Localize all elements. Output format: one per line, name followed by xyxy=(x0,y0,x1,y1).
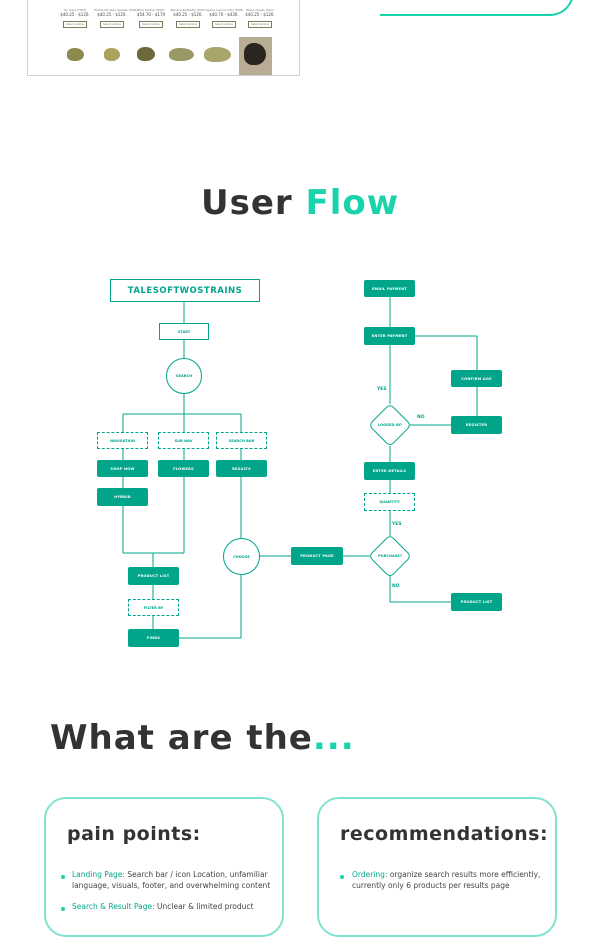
enter-details-node: ENTER DETAILS xyxy=(364,462,415,480)
heading-ellipsis: ... xyxy=(312,718,355,758)
product-price: $40.25 - $120. xyxy=(173,12,203,17)
product-card: Purple Monkey Sweets (HSH) $40.25 - $120… xyxy=(94,8,138,28)
recommendation-item: Ordering: organize search results more e… xyxy=(352,870,542,891)
select-options-button[interactable]: Select options xyxy=(100,21,124,28)
logged-in-label: LOGGED IN? xyxy=(377,423,403,427)
choose-node: CHOOSE xyxy=(223,538,260,575)
card-title: recommendations: xyxy=(340,823,549,845)
bullet-dot xyxy=(61,907,65,911)
item-text: Unclear & limited product xyxy=(154,902,254,911)
product-list-right-node: PRODUCT LIST xyxy=(451,593,502,611)
product-card: Black Ocean Hash $40.25 - $120. Select o… xyxy=(242,8,278,28)
product-name: Space Cannon Mix (HSH) xyxy=(206,8,244,12)
product-price: $40.25 - $120. xyxy=(97,12,127,17)
product-card: Banana Butterfly (HSH) $40.25 - $120. Se… xyxy=(170,8,206,28)
yes-label: YES xyxy=(377,387,387,392)
product-card: Space Cannon Mix (HSH) $40.70 - $430. Se… xyxy=(206,8,244,28)
results-node: RESULTS xyxy=(216,460,267,477)
bullet-dot xyxy=(61,875,65,879)
what-are-the-heading: What are the... xyxy=(50,718,355,758)
select-options-button[interactable]: Select options xyxy=(63,21,87,28)
quantity-node: QUANTITY xyxy=(364,493,415,511)
product-card: Dr. Glue (HSH) $40.25 - $120. Select opt… xyxy=(57,8,93,28)
pain-points-card: pain points: Landing Page: Search bar / … xyxy=(44,797,284,937)
email-payment-node: EMAIL PAYMENT xyxy=(364,280,415,297)
product-list-node: PRODUCT LIST xyxy=(128,567,179,585)
heading-text: What are the xyxy=(50,718,313,758)
flowers-node: FLOWERS xyxy=(158,460,209,477)
product-image[interactable] xyxy=(104,48,120,61)
purchase-decision: PURCHASE? xyxy=(368,534,412,578)
product-page-node: PRODUCT PAGE xyxy=(291,547,343,565)
pain-point-item: Search & Result Page: Unclear & limited … xyxy=(72,902,277,913)
enter-payment-node: ENTER PAYMENT xyxy=(364,327,415,345)
filter-by-node: FILTER BY xyxy=(128,599,179,616)
flow-connectors xyxy=(122,297,478,639)
shop-now-node: SHOP NOW xyxy=(97,460,148,477)
product-image[interactable] xyxy=(239,37,272,75)
item-text: Search bar / icon Location, unfamiliar l… xyxy=(72,870,271,890)
title-part-flow: Flow xyxy=(305,183,400,223)
hash-image xyxy=(244,43,266,65)
product-price: $40.25 - $120. xyxy=(60,12,90,17)
no-label: NO xyxy=(392,584,400,589)
recommendations-card: recommendations: Ordering: organize sear… xyxy=(317,797,557,937)
title-part-user: User xyxy=(201,183,293,223)
product-price: $54.70 - $179 xyxy=(136,12,166,17)
select-options-button[interactable]: Select options xyxy=(248,21,272,28)
finds-node: FINDS xyxy=(128,629,179,647)
product-image[interactable] xyxy=(137,47,155,61)
product-image[interactable] xyxy=(204,47,231,62)
hybrid-node: HYBRID xyxy=(97,488,148,506)
item-lead: Ordering: xyxy=(352,870,388,879)
product-image[interactable] xyxy=(67,48,84,61)
product-name: Blue Widow (HSH) xyxy=(137,8,165,12)
site-name-node: TALESOFTWOSTRAINS xyxy=(110,279,260,302)
logged-in-decision: LOGGED IN? xyxy=(368,403,412,447)
purchase-label: PURCHASE? xyxy=(378,554,402,558)
navigation-node: NAVIGATION xyxy=(97,432,148,449)
item-lead: Search & Result Page: xyxy=(72,902,155,911)
card-title: pain points: xyxy=(67,823,201,845)
user-flow-title: User Flow xyxy=(201,183,399,223)
pain-point-item: Landing Page: Search bar / icon Location… xyxy=(72,870,272,891)
product-price: $40.70 - $430. xyxy=(209,12,239,17)
start-node: START xyxy=(159,323,209,340)
no-label: NO xyxy=(417,415,425,420)
item-lead: Landing Page: xyxy=(72,870,125,879)
product-image[interactable] xyxy=(169,48,194,61)
register-node: REGISTER xyxy=(451,416,502,434)
confirm-age-node: CONFIRM AGE xyxy=(451,370,502,387)
product-listing-screenshot: Dr. Glue (HSH) $40.25 - $120. Select opt… xyxy=(27,0,300,76)
yes-label: YES xyxy=(392,522,402,527)
product-name: Banana Butterfly (HSH) xyxy=(170,8,206,12)
product-name: Dr. Glue (HSH) xyxy=(64,8,86,12)
product-name: Purple Monkey Sweets (HSH) xyxy=(94,8,138,12)
search-node: SEARCH xyxy=(166,358,202,394)
search-bar-node: SEARCH BAR xyxy=(216,432,267,449)
product-price: $40.25 - $120. xyxy=(245,12,275,17)
select-options-button[interactable]: Select options xyxy=(212,21,236,28)
bullet-dot xyxy=(340,875,344,879)
select-options-button[interactable]: Select options xyxy=(176,21,200,28)
item-text: organize search results more efficiently… xyxy=(352,870,541,890)
select-options-button[interactable]: Select options xyxy=(139,21,163,28)
product-name: Black Ocean Hash xyxy=(246,8,274,12)
sub-nav-node: SUB NAV xyxy=(158,432,209,449)
product-card: Blue Widow (HSH) $54.70 - $179 Select op… xyxy=(133,8,169,28)
